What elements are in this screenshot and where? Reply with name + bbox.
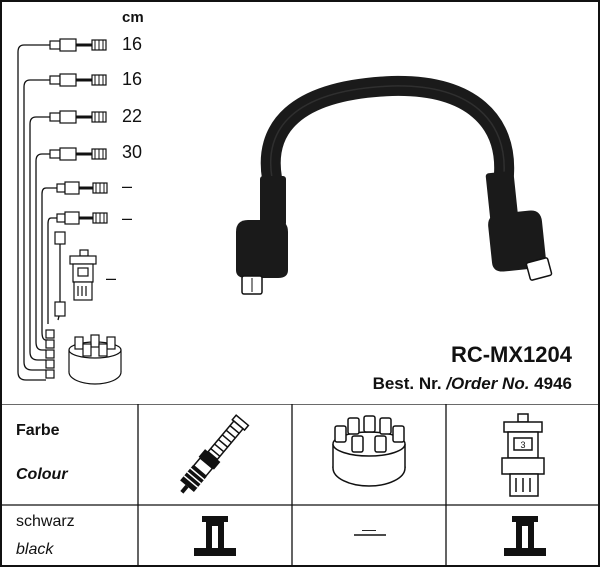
color-table: 3 — [2, 404, 598, 565]
length-label-2: 16 — [122, 69, 143, 89]
harness-line-6 — [47, 217, 57, 324]
order-label-de: Best. Nr. — [372, 374, 442, 393]
order-number: 4946 — [534, 374, 572, 393]
cable-row-3 — [49, 110, 107, 124]
ignition-coil-icon: 3 — [501, 413, 545, 497]
main-cable-icon — [236, 75, 553, 295]
coil-length-label: – — [106, 268, 117, 288]
black-boot-icon-1 — [194, 516, 236, 556]
no-entry-label: — — [362, 521, 376, 537]
table-header-de: Farbe — [16, 422, 60, 439]
length-label-1: 16 — [122, 34, 143, 54]
harness-line-1 — [17, 44, 50, 381]
cable-row-6 — [56, 211, 108, 225]
cable-row-2 — [49, 73, 107, 87]
model-number: RC-MX1204 — [450, 342, 572, 367]
black-boot-icon-2 — [504, 516, 546, 556]
distributor-cap-icon — [332, 415, 406, 487]
harness-line-3 — [29, 116, 50, 361]
harness-line-5 — [41, 187, 57, 341]
wire-diagram — [17, 38, 553, 385]
order-number-line: Best. Nr. /Order No. 4946 — [373, 374, 572, 394]
cable-row-4 — [49, 147, 107, 161]
spark-plug-icon — [180, 414, 250, 494]
cable-row-1 — [49, 38, 107, 52]
small-coil-icon — [54, 231, 97, 317]
harness-line-2 — [23, 79, 50, 371]
length-label-5: – — [122, 176, 133, 196]
color-value-en: black — [16, 541, 54, 558]
unit-label: cm — [122, 9, 144, 26]
length-label-4: 30 — [122, 142, 143, 162]
length-label-6: – — [122, 208, 133, 228]
small-distributor-cap-icon — [45, 329, 122, 385]
order-label-en: Order No. — [451, 374, 530, 393]
cable-row-5 — [56, 181, 108, 195]
harness-line-4 — [35, 153, 50, 351]
svg-text:3: 3 — [520, 440, 525, 450]
table-header-en: Colour — [16, 466, 68, 483]
length-label-3: 22 — [122, 106, 143, 126]
color-value-de: schwarz — [16, 513, 75, 530]
order-label-sep: / — [446, 374, 452, 393]
